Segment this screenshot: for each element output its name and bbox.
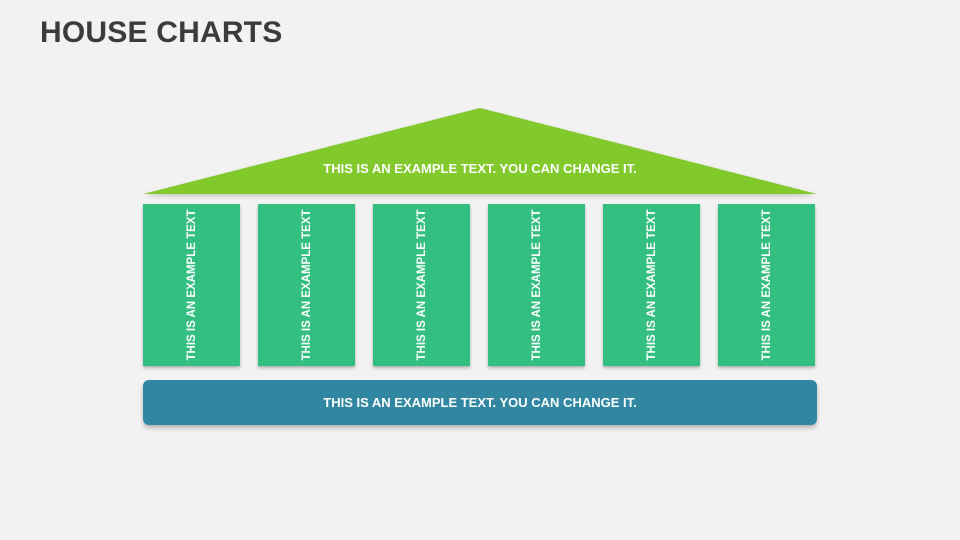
pillar-2-text: THIS IS AN EXAMPLE TEXT (300, 209, 313, 361)
pillar-1: THIS IS AN EXAMPLE TEXT (143, 204, 240, 366)
page-title: HOUSE CHARTS (40, 16, 283, 49)
pillar-5: THIS IS AN EXAMPLE TEXT (603, 204, 700, 366)
pillar-1-text: THIS IS AN EXAMPLE TEXT (185, 209, 198, 361)
pillar-2: THIS IS AN EXAMPLE TEXT (258, 204, 355, 366)
pillar-5-text: THIS IS AN EXAMPLE TEXT (645, 209, 658, 361)
roof-triangle-shape (143, 108, 817, 194)
roof-text: THIS IS AN EXAMPLE TEXT. YOU CAN CHANGE … (323, 161, 637, 176)
pillar-3-text: THIS IS AN EXAMPLE TEXT (415, 209, 428, 361)
pillar-4: THIS IS AN EXAMPLE TEXT (488, 204, 585, 366)
pillar-6-text: THIS IS AN EXAMPLE TEXT (760, 209, 773, 361)
pillar-6: THIS IS AN EXAMPLE TEXT (718, 204, 815, 366)
pillar-3: THIS IS AN EXAMPLE TEXT (373, 204, 470, 366)
pillar-4-text: THIS IS AN EXAMPLE TEXT (530, 209, 543, 361)
house-roof: THIS IS AN EXAMPLE TEXT. YOU CAN CHANGE … (143, 108, 817, 194)
house-base: THIS IS AN EXAMPLE TEXT. YOU CAN CHANGE … (143, 380, 817, 425)
base-text: THIS IS AN EXAMPLE TEXT. YOU CAN CHANGE … (323, 395, 637, 410)
